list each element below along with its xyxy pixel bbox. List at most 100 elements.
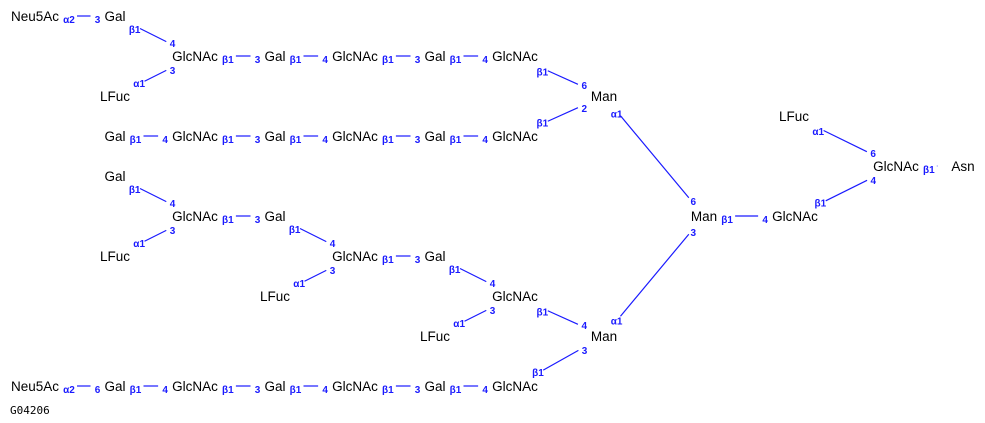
linkage-bonds bbox=[77, 15, 938, 387]
position-label: 4 bbox=[170, 39, 176, 50]
position-label: 4 bbox=[162, 135, 168, 146]
residue-glcnac: GlcNAc bbox=[492, 129, 538, 144]
anomer-label: β1 bbox=[536, 119, 548, 130]
residue-lfuc: LFuc bbox=[779, 109, 809, 124]
anomer-label: β1 bbox=[290, 385, 302, 396]
linkage-bond bbox=[144, 229, 167, 242]
linkage-bond bbox=[823, 129, 868, 153]
anomer-label: β1 bbox=[532, 368, 544, 379]
residue-gal: Gal bbox=[424, 129, 445, 144]
residue-glcnac: GlcNAc bbox=[492, 49, 538, 64]
residue-glcnac: GlcNAc bbox=[332, 129, 378, 144]
position-label: 3 bbox=[170, 66, 176, 77]
residue-asn: Asn bbox=[951, 159, 974, 174]
anomer-label: β1 bbox=[129, 185, 141, 196]
residue-glcnac: GlcNAc bbox=[492, 289, 538, 304]
linkage-bond bbox=[144, 69, 167, 82]
position-label: 4 bbox=[322, 385, 328, 396]
position-label: 4 bbox=[322, 135, 328, 146]
anomer-label: β1 bbox=[222, 55, 234, 66]
position-label: 6 bbox=[95, 385, 101, 396]
anomer-label: β1 bbox=[290, 55, 302, 66]
anomer-label: β1 bbox=[450, 385, 462, 396]
anomer-label: β1 bbox=[290, 135, 302, 146]
linkage-bond bbox=[139, 187, 167, 203]
anomer-label: α1 bbox=[293, 279, 305, 290]
linkage-bond bbox=[547, 70, 579, 85]
position-label: 4 bbox=[170, 199, 176, 210]
anomer-label: α2 bbox=[63, 15, 75, 26]
position-label: 3 bbox=[691, 228, 697, 239]
anomer-label: β1 bbox=[130, 385, 142, 396]
residue-glcnac: GlcNAc bbox=[332, 249, 378, 264]
residue-gal: Gal bbox=[424, 249, 445, 264]
linkage-bond bbox=[620, 115, 690, 199]
anomer-label: β1 bbox=[222, 215, 234, 226]
anomer-label: β1 bbox=[382, 385, 394, 396]
anomer-label: β1 bbox=[222, 135, 234, 146]
residue-man: Man bbox=[691, 209, 717, 224]
position-label: 4 bbox=[482, 135, 488, 146]
residue-neu5ac: Neu5Ac bbox=[11, 9, 59, 24]
anomer-label: β1 bbox=[449, 265, 461, 276]
linkage-bond bbox=[139, 27, 167, 43]
residue-lfuc: LFuc bbox=[420, 329, 450, 344]
position-label: 3 bbox=[255, 55, 261, 66]
residue-gal: Gal bbox=[264, 49, 285, 64]
anomer-label: α1 bbox=[812, 127, 824, 138]
position-label: 6 bbox=[582, 81, 588, 92]
position-label: 4 bbox=[762, 215, 768, 226]
position-label: 3 bbox=[415, 135, 421, 146]
residue-glcnac: GlcNAc bbox=[172, 129, 218, 144]
anomer-label: β1 bbox=[721, 215, 733, 226]
anomer-label: α1 bbox=[133, 239, 145, 250]
residue-man: Man bbox=[591, 89, 617, 104]
position-label: 4 bbox=[162, 385, 168, 396]
anomer-label: α1 bbox=[133, 79, 145, 90]
glycan-id-label: G04206 bbox=[10, 404, 50, 417]
position-label: 4 bbox=[482, 55, 488, 66]
anomer-label: β1 bbox=[382, 255, 394, 266]
position-label: 4 bbox=[330, 239, 336, 250]
residue-gal: Gal bbox=[424, 49, 445, 64]
residue-gal: Gal bbox=[264, 379, 285, 394]
anomer-label: β1 bbox=[129, 25, 141, 36]
position-label: 3 bbox=[415, 385, 421, 396]
position-label: 4 bbox=[490, 279, 496, 290]
residue-glcnac: GlcNAc bbox=[332, 379, 378, 394]
anomer-label: β1 bbox=[382, 55, 394, 66]
position-label: 6 bbox=[691, 197, 697, 208]
position-label: 4 bbox=[871, 176, 877, 187]
position-label: 6 bbox=[870, 149, 876, 160]
anomer-label: β1 bbox=[289, 225, 301, 236]
anomer-label: β1 bbox=[536, 67, 548, 78]
position-label: 2 bbox=[582, 104, 588, 115]
position-label: 3 bbox=[415, 55, 421, 66]
anomer-label: β1 bbox=[450, 55, 462, 66]
position-label: 3 bbox=[255, 215, 261, 226]
residue-glcnac: GlcNAc bbox=[172, 209, 218, 224]
residue-glcnac: GlcNAc bbox=[172, 49, 218, 64]
residue-gal: Gal bbox=[104, 9, 125, 24]
linkage-bond bbox=[459, 267, 487, 283]
linkage-bond bbox=[547, 107, 579, 122]
position-label: 3 bbox=[255, 385, 261, 396]
anomer-label: α1 bbox=[611, 110, 623, 121]
residue-glcnac: GlcNAc bbox=[172, 379, 218, 394]
anomer-label: α2 bbox=[63, 385, 75, 396]
residue-lfuc: LFuc bbox=[100, 249, 130, 264]
residue-lfuc: LFuc bbox=[260, 289, 290, 304]
position-label: 3 bbox=[582, 346, 588, 357]
linkage-bond bbox=[464, 309, 487, 322]
position-label: 4 bbox=[482, 385, 488, 396]
residue-neu5ac: Neu5Ac bbox=[11, 379, 59, 394]
residue-gal: Gal bbox=[264, 129, 285, 144]
residue-lfuc: LFuc bbox=[100, 89, 130, 104]
position-label: 4 bbox=[582, 321, 588, 332]
residue-glcnac: GlcNAc bbox=[873, 159, 919, 174]
residue-glcnac: GlcNAc bbox=[332, 49, 378, 64]
linkage-bond bbox=[547, 310, 579, 325]
anomer-label: β1 bbox=[382, 135, 394, 146]
